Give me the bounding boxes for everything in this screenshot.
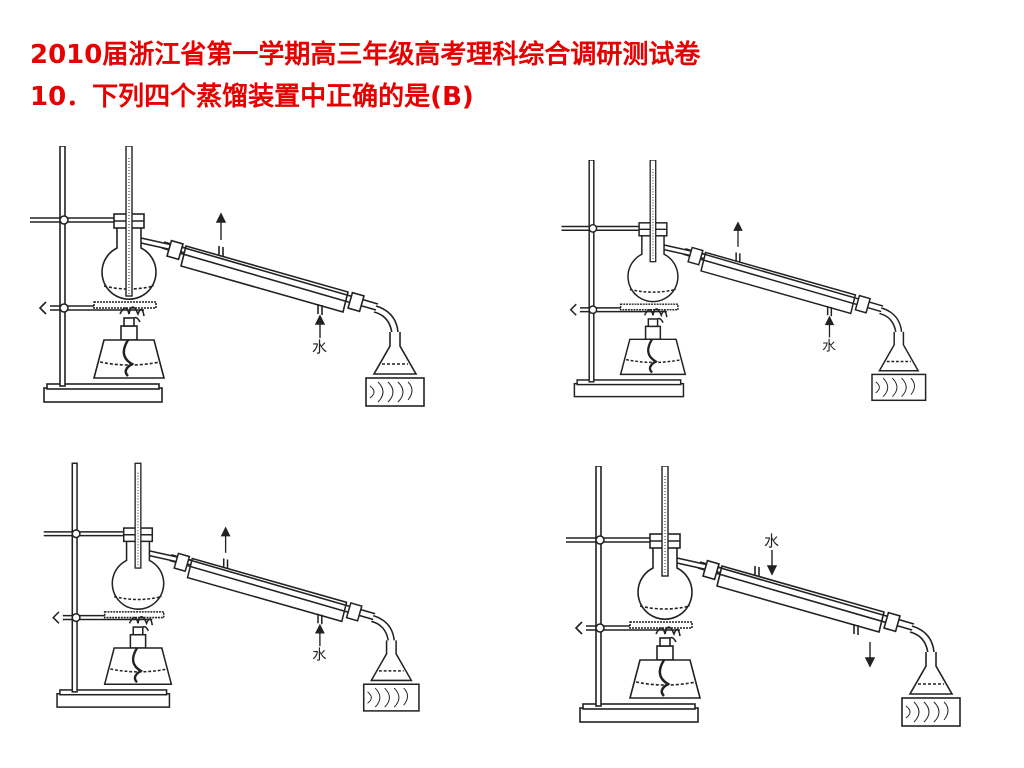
apparatus-diagram-d: 水: [564, 466, 962, 728]
apparatus-diagram-c: 水: [42, 462, 421, 713]
slide-title: 2010届浙江省第一学期高三年级高考理科综合调研测试卷: [30, 40, 701, 70]
water-label-b: 水: [822, 338, 836, 354]
apparatus-diagram-b: 水: [560, 160, 927, 402]
water-label-c: 水: [312, 646, 326, 663]
water-label-a: 水: [312, 338, 327, 356]
apparatus-diagram-a: 水: [28, 146, 426, 408]
water-label-d: 水: [764, 532, 779, 550]
question-text: 10．下列四个蒸馏装置中正确的是(B): [30, 82, 474, 112]
